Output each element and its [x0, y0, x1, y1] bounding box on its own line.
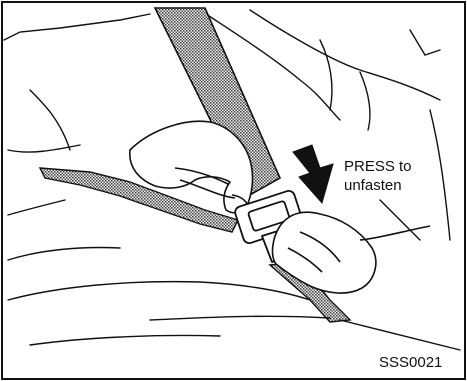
- callout-line-2: unfasten: [344, 176, 412, 195]
- press-to-unfasten-label: PRESS to unfasten: [344, 157, 412, 195]
- callout-line-1: PRESS to: [344, 157, 412, 176]
- figure-code: SSS0021: [378, 354, 443, 372]
